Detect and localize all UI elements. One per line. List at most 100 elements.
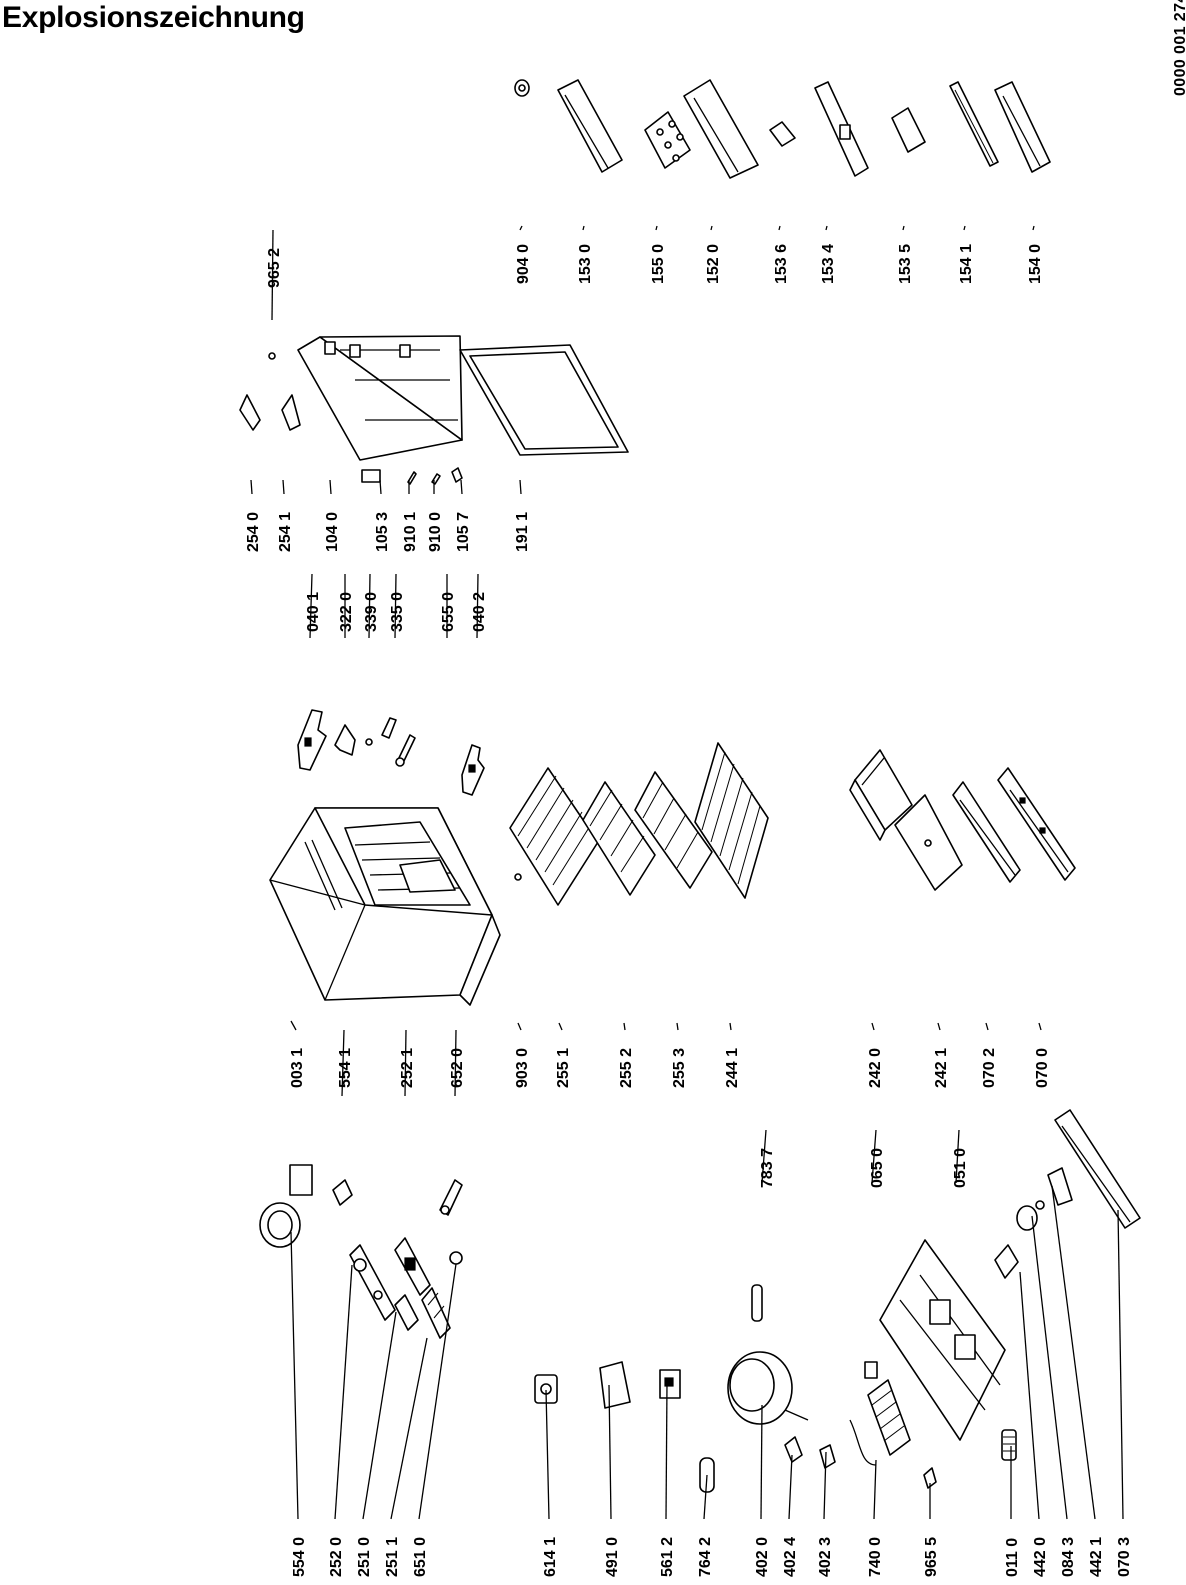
part-cabinet <box>269 807 501 1006</box>
part-label: 251 0 <box>356 1537 373 1577</box>
part-label: 154 1 <box>958 244 975 284</box>
part-label: 242 0 <box>867 1048 884 1088</box>
part-904-0 <box>514 79 530 97</box>
leader-line <box>963 225 966 231</box>
leader-line <box>623 1022 626 1031</box>
leader-line <box>608 1384 612 1520</box>
leader-line <box>290 1231 299 1520</box>
part-label: 740 0 <box>867 1537 884 1577</box>
part-153-6 <box>769 121 796 147</box>
part-label: 402 0 <box>754 1537 771 1577</box>
part-label: 153 0 <box>577 244 594 284</box>
part-152-0 <box>683 79 759 179</box>
part-label: 051 0 <box>952 1148 969 1188</box>
part-label: 155 0 <box>650 244 667 284</box>
part-070-3 <box>1054 1109 1141 1229</box>
part-label: 255 1 <box>555 1048 572 1088</box>
leader-line <box>309 573 313 639</box>
part-910-0 <box>431 473 441 485</box>
part-label: 910 0 <box>427 512 444 552</box>
part-252-0 <box>349 1244 396 1321</box>
leader-line <box>871 1022 875 1031</box>
part-crisper-242-0 <box>849 749 913 841</box>
part-965-5 <box>923 1467 937 1489</box>
part-shelf-255-2 <box>582 781 656 896</box>
part-label: 254 0 <box>245 512 262 552</box>
leader-line <box>710 225 713 231</box>
leader-line <box>871 1129 877 1184</box>
part-655-0 <box>395 734 416 767</box>
leader-line <box>282 479 285 495</box>
part-drawings <box>239 79 1141 1493</box>
leader-line <box>390 1337 428 1520</box>
part-label: 491 0 <box>604 1537 621 1577</box>
part-base-051-0 <box>879 1239 1006 1441</box>
part-shelf-255-1 <box>509 767 599 906</box>
part-compressor-402-0 <box>727 1351 809 1425</box>
part-label: 104 0 <box>324 512 341 552</box>
part-label: 251 1 <box>384 1537 401 1577</box>
part-011-0 <box>1001 1429 1017 1461</box>
part-hinge-top <box>297 709 327 771</box>
part-402-4 <box>784 1436 803 1463</box>
leader-line <box>558 1022 563 1031</box>
part-label: 554 0 <box>291 1537 308 1577</box>
part-105-3 <box>361 469 381 483</box>
part-label: 252 0 <box>328 1537 345 1577</box>
part-label: 783 7 <box>759 1148 776 1188</box>
leader-line <box>271 229 274 321</box>
leader-line <box>937 1022 941 1031</box>
leader-line <box>454 1029 457 1097</box>
leader-line <box>825 225 828 231</box>
part-153-5 <box>891 107 926 153</box>
part-label: 402 3 <box>817 1537 834 1577</box>
part-label: 105 7 <box>455 512 472 552</box>
leader-line <box>955 1129 960 1184</box>
part-label: 154 0 <box>1027 244 1044 284</box>
part-105-7 <box>451 467 463 483</box>
leader-line <box>545 1389 550 1520</box>
leader-line <box>362 1311 397 1520</box>
leader-line <box>760 1404 763 1520</box>
part-065-0 <box>864 1361 878 1379</box>
part-339-0 <box>365 738 373 746</box>
leader-line <box>823 1451 827 1520</box>
leader-line <box>676 1022 679 1031</box>
leader-line <box>1032 225 1035 231</box>
part-251-0 <box>394 1294 419 1331</box>
part-651-0 <box>449 1251 463 1265</box>
part-label: 153 6 <box>773 244 790 284</box>
part-154-1 <box>949 81 999 167</box>
part-254-0 <box>239 394 261 431</box>
part-322-0 <box>334 724 356 756</box>
leader-line <box>582 225 585 231</box>
part-label: 191 1 <box>514 512 531 552</box>
leader-line <box>665 1382 668 1520</box>
leader-line <box>1019 1271 1040 1520</box>
leader-line <box>290 1020 297 1031</box>
leader-line <box>476 573 479 639</box>
part-070-0 <box>997 767 1076 881</box>
part-shelf-244-1 <box>694 742 769 899</box>
part-652-0 <box>439 1179 463 1216</box>
leader-lines <box>250 225 1124 1520</box>
part-label: 965 2 <box>266 248 283 288</box>
leader-line <box>418 1263 457 1520</box>
part-label: 764 2 <box>697 1537 714 1577</box>
part-442-1 <box>1047 1167 1073 1206</box>
leader-line <box>519 479 522 495</box>
part-251-1 <box>421 1287 451 1339</box>
part-label: 965 5 <box>923 1537 940 1577</box>
part-label: 040 1 <box>305 592 322 632</box>
part-491-0 <box>599 1361 631 1409</box>
part-label: 442 1 <box>1088 1537 1105 1577</box>
part-label: 244 1 <box>724 1048 741 1088</box>
part-153-0 <box>557 79 623 173</box>
part-335-0 <box>381 717 397 739</box>
part-label: 003 1 <box>289 1048 306 1088</box>
leader-line <box>655 225 658 231</box>
part-label: 070 0 <box>1034 1048 1051 1088</box>
leader-line <box>404 1029 407 1097</box>
part-label: 040 2 <box>471 592 488 632</box>
part-label: 153 4 <box>820 244 837 284</box>
